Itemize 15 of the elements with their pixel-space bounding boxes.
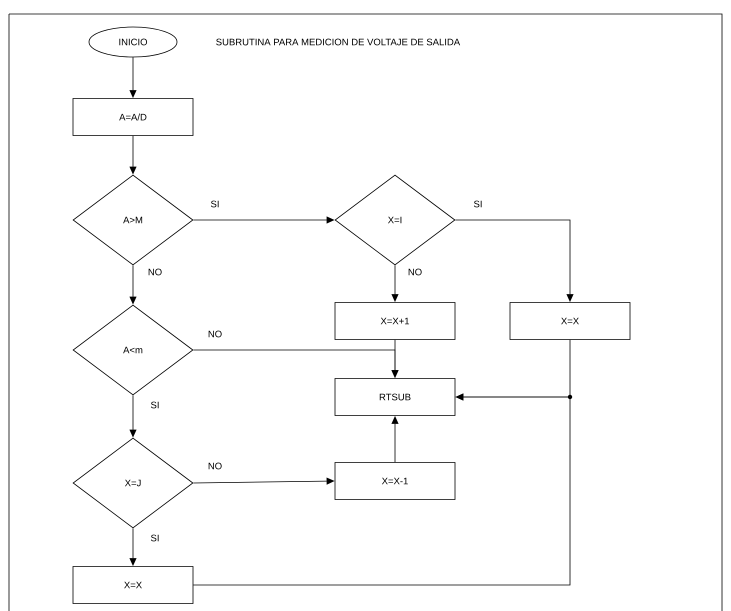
process-box: RTSUB (334, 378, 456, 416)
edge-label: NO (406, 268, 424, 276)
title: SUBRUTINA PARA MEDICION DE VOLTAJE DE SALIDA (216, 38, 460, 46)
edge-label: NO (146, 268, 164, 276)
edge-label: SI (472, 200, 484, 208)
edge-label: SI (150, 400, 160, 410)
edge-label: SI (150, 534, 160, 542)
edge-label: NO (206, 330, 224, 338)
edge-label: NO (206, 462, 224, 470)
process-box: A=A/D (72, 98, 194, 136)
process-box: X=X-1 (334, 462, 456, 500)
process-box: X=X (510, 302, 630, 340)
edge-label: SI (210, 200, 220, 208)
process-box: X=X (72, 566, 194, 604)
process-box: X=X+1 (334, 302, 456, 340)
